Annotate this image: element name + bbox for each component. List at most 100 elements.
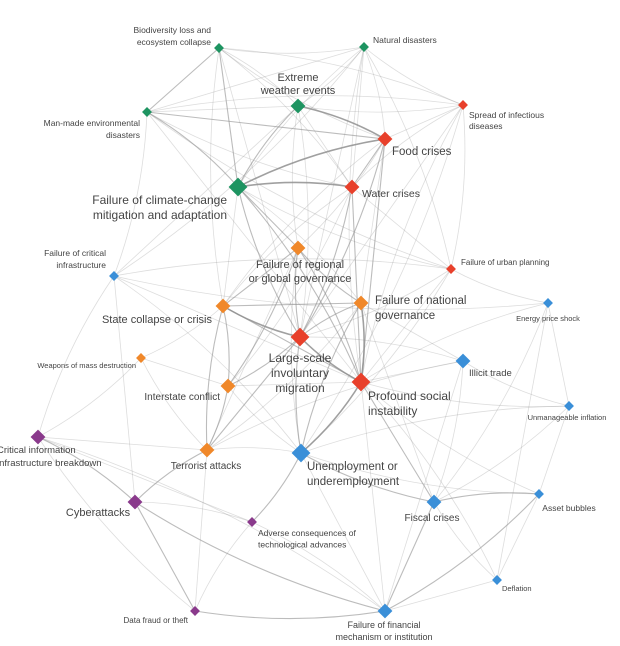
- risk-node[interactable]: Natural disasters: [359, 35, 437, 52]
- diamond-marker-icon[interactable]: [534, 489, 544, 499]
- risk-label-line: Fiscal crises: [404, 513, 459, 524]
- link-3-18: [146, 111, 362, 383]
- risk-node[interactable]: Water crises: [344, 179, 420, 200]
- diamond-marker-icon[interactable]: [30, 429, 46, 445]
- diamond-marker-icon[interactable]: [214, 43, 224, 53]
- link-9-22: [113, 275, 302, 454]
- risk-node[interactable]: Fiscal crises: [404, 494, 460, 524]
- risk-node[interactable]: Unmanageable inflation: [528, 401, 607, 422]
- risk-label-line: Large-scale: [269, 351, 332, 365]
- risk-label: Data fraud or theft: [124, 616, 189, 625]
- link-6-7: [237, 181, 353, 188]
- risk-label-line: Failure of financial: [347, 620, 420, 630]
- diamond-marker-icon[interactable]: [127, 494, 143, 510]
- link-2-5: [297, 105, 386, 140]
- diamond-marker-icon[interactable]: [458, 100, 468, 110]
- diamond-marker-icon[interactable]: [136, 353, 146, 363]
- risk-node[interactable]: State collapse or crisis: [102, 298, 231, 326]
- diamond-marker-icon[interactable]: [228, 177, 248, 197]
- diamond-marker-icon[interactable]: [446, 264, 456, 274]
- link-0-2: [218, 47, 299, 107]
- diamond-marker-icon[interactable]: [426, 494, 442, 510]
- risk-label-line: technological advances: [258, 540, 346, 550]
- risk-label-line: Energy price shock: [516, 314, 580, 323]
- risk-node[interactable]: Food crises: [377, 131, 452, 158]
- link-17-18: [227, 381, 362, 387]
- link-18-25: [360, 381, 540, 495]
- risk-node[interactable]: Terrorist attacks: [171, 442, 242, 472]
- risk-label-line: infrastructure breakdown: [0, 458, 102, 469]
- risk-label: Asset bubbles: [542, 503, 595, 513]
- diamond-marker-icon[interactable]: [220, 378, 236, 394]
- risk-label-line: Natural disasters: [373, 35, 437, 45]
- link-10-18: [360, 268, 452, 383]
- risk-node[interactable]: Asset bubbles: [534, 489, 596, 513]
- risk-node[interactable]: Cyberattacks: [66, 494, 143, 519]
- risk-node[interactable]: Weapons of mass destruction: [37, 353, 146, 370]
- risk-label-line: Biodiversity loss and: [134, 25, 212, 35]
- diamond-marker-icon[interactable]: [455, 353, 471, 369]
- link-5-6: [351, 138, 386, 188]
- risk-label-line: Cyberattacks: [66, 507, 131, 519]
- link-2-14: [297, 105, 309, 338]
- risk-label-line: instability: [368, 404, 417, 418]
- diamond-marker-icon[interactable]: [142, 107, 152, 117]
- risk-node[interactable]: Deflation: [492, 575, 532, 593]
- risk-label-line: Unemployment or: [307, 461, 398, 473]
- diamond-marker-icon[interactable]: [353, 295, 369, 311]
- risk-label-line: Profound social: [368, 389, 451, 403]
- risk-label-line: Illicit trade: [469, 368, 512, 379]
- diamond-marker-icon[interactable]: [377, 603, 393, 619]
- diamond-marker-icon[interactable]: [377, 131, 393, 147]
- link-18-27: [360, 381, 498, 581]
- diamond-marker-icon[interactable]: [359, 42, 369, 52]
- diamond-marker-icon[interactable]: [190, 606, 200, 616]
- diamond-marker-icon[interactable]: [290, 98, 306, 114]
- risk-node[interactable]: Failure of urban planning: [446, 258, 550, 274]
- link-6-12: [222, 186, 353, 307]
- diamond-marker-icon[interactable]: [564, 401, 574, 411]
- risk-label-line: Weapons of mass destruction: [37, 361, 136, 370]
- link-22-24: [300, 452, 435, 503]
- link-14-22: [295, 336, 302, 454]
- diamond-marker-icon[interactable]: [247, 517, 257, 527]
- link-1-18: [348, 46, 365, 383]
- link-14-17: [227, 336, 301, 387]
- risk-node[interactable]: Interstate conflict: [144, 378, 236, 403]
- risk-node[interactable]: Illicit trade: [455, 353, 512, 379]
- link-1-7: [237, 46, 365, 188]
- risk-label-line: Man-made environmental: [44, 118, 140, 128]
- diamond-marker-icon[interactable]: [492, 575, 502, 585]
- link-8-17: [227, 247, 299, 387]
- diamond-marker-icon[interactable]: [344, 179, 360, 195]
- diamond-marker-icon[interactable]: [290, 240, 306, 256]
- diamond-marker-icon[interactable]: [543, 298, 553, 308]
- link-20-23: [37, 436, 136, 503]
- link-1-6: [351, 46, 365, 188]
- risk-node[interactable]: Data fraud or theft: [124, 606, 200, 625]
- diamond-marker-icon[interactable]: [199, 442, 215, 458]
- risk-node[interactable]: Energy price shock: [516, 298, 580, 323]
- risk-label-line: Data fraud or theft: [124, 616, 189, 625]
- diamond-marker-icon[interactable]: [215, 298, 231, 314]
- link-5-12: [222, 138, 386, 307]
